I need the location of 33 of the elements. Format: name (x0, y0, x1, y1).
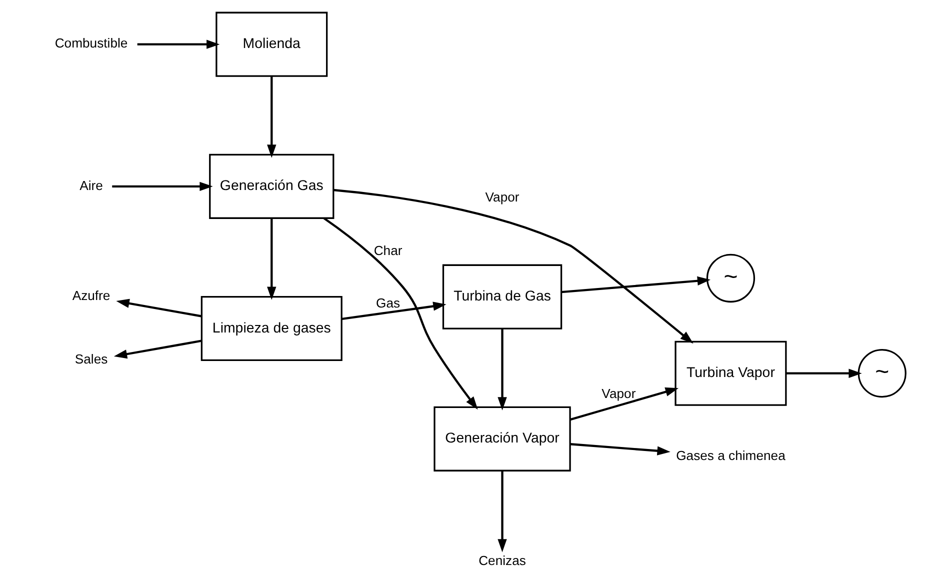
node-text: Combustible (54, 36, 128, 51)
node-text: Azufre (72, 288, 110, 304)
node-box: Generación Vapor (434, 406, 571, 472)
arrow (137, 40, 220, 49)
arrow (333, 188, 694, 344)
arrow (112, 182, 213, 192)
node-text: Sales (74, 352, 108, 367)
edge-label: Vapor (602, 386, 636, 402)
arrow (267, 218, 276, 300)
arrow (786, 368, 862, 378)
node-box: Limpieza de gases (200, 296, 342, 362)
arrow (498, 328, 507, 410)
node-text: Cenizas (478, 552, 526, 568)
arrow (561, 276, 711, 294)
node-text: Gases a chimenea (676, 448, 786, 463)
node-circle: ~ (858, 349, 906, 398)
node-box: Molienda (216, 12, 328, 77)
arrow (498, 470, 507, 552)
node-box: Turbina Vapor (674, 340, 787, 406)
arrow (342, 302, 446, 320)
arrow (323, 217, 478, 410)
arrow (116, 298, 202, 318)
node-box: Generación Gas (209, 154, 334, 219)
edge-label: Gas (376, 295, 400, 310)
node-text: Aire (80, 178, 103, 193)
arrow (570, 387, 679, 421)
arrow (267, 76, 276, 158)
node-box: Turbina de Gas (442, 264, 562, 330)
node-circle: ~ (706, 254, 756, 303)
arrow (570, 443, 670, 456)
edge-label: Char (374, 242, 402, 258)
arrow (114, 340, 202, 359)
edge-label: Vapor (485, 189, 520, 204)
